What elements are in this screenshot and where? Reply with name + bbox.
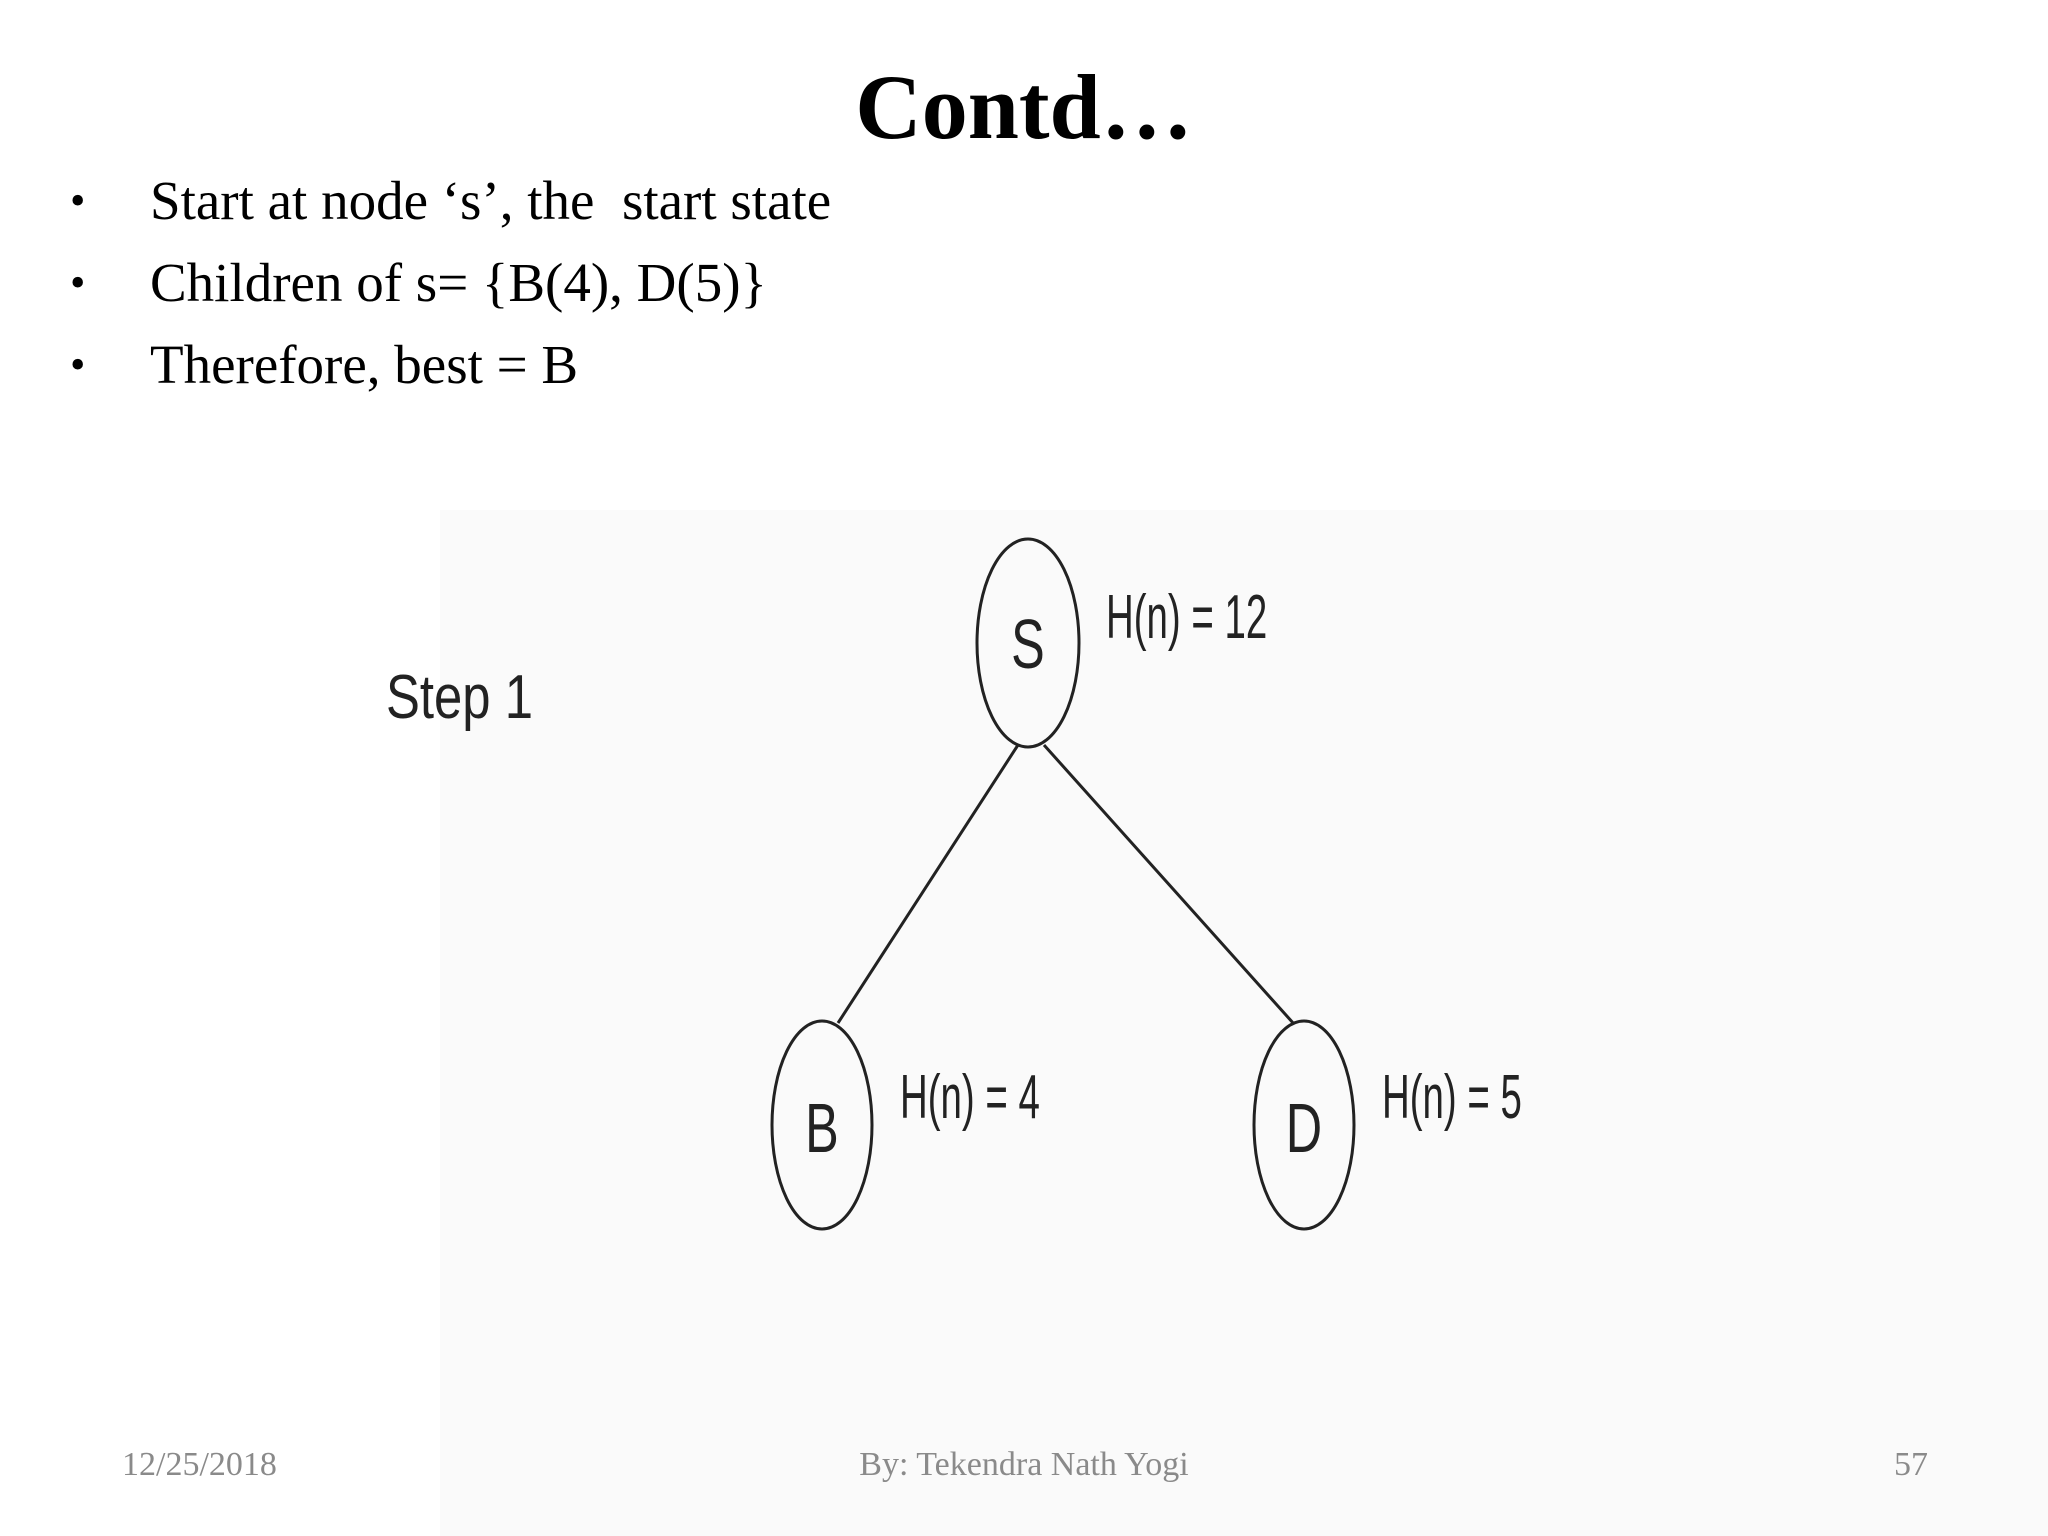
footer-page-number: 57 bbox=[1894, 1446, 1928, 1483]
bullet-item: • Children of s= {B(4), D(5)} bbox=[0, 242, 1200, 324]
diagram-background bbox=[440, 510, 2048, 1536]
node-b-heuristic: H(n) = 4 bbox=[900, 1062, 1040, 1132]
bullet-marker: • bbox=[70, 258, 86, 307]
bullet-item: • Start at node ‘s’, the start state bbox=[0, 160, 1200, 242]
node-d-heuristic: H(n) = 5 bbox=[1382, 1062, 1522, 1132]
bullet-text: Children of s= {B(4), D(5)} bbox=[150, 252, 767, 313]
edge-s-b bbox=[836, 744, 1020, 1024]
bullet-text: Start at node ‘s’, the start state bbox=[150, 170, 832, 231]
node-b-label: B bbox=[805, 1089, 839, 1167]
bullet-marker: • bbox=[70, 340, 86, 389]
step-label: Step 1 bbox=[386, 663, 533, 732]
footer-author: By: Tekendra Nath Yogi bbox=[859, 1446, 1189, 1483]
node-d-circle bbox=[1252, 1019, 1356, 1231]
node-s-label: S bbox=[1011, 605, 1045, 683]
slide-title: Contd… bbox=[855, 56, 1193, 158]
bullet-text: Therefore, best = B bbox=[150, 334, 579, 395]
bullet-item: • Therefore, best = B bbox=[0, 324, 1200, 406]
bullet-list: • Start at node ‘s’, the start state • C… bbox=[0, 160, 1200, 406]
node-s-circle bbox=[975, 537, 1081, 749]
bullet-marker: • bbox=[70, 176, 86, 225]
node-s-heuristic: H(n) = 12 bbox=[1106, 582, 1267, 652]
footer-date: 12/25/2018 bbox=[122, 1446, 277, 1483]
node-d-label: D bbox=[1286, 1089, 1322, 1167]
edge-s-d bbox=[1042, 743, 1296, 1026]
node-b-circle bbox=[770, 1019, 874, 1231]
